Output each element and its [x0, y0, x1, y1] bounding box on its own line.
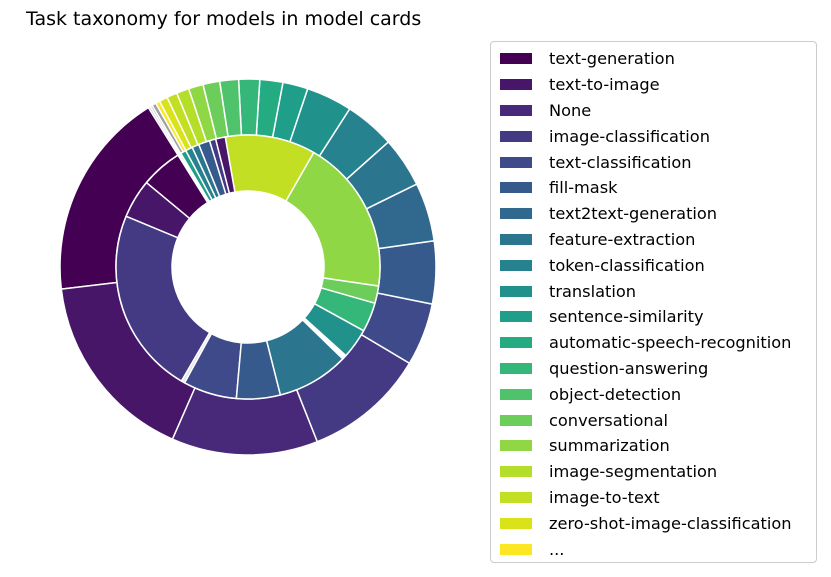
legend-swatch [500, 311, 532, 323]
legend-item: image-segmentation [500, 459, 816, 485]
legend-label: text-classification [549, 152, 692, 172]
legend-item: token-classification [500, 252, 816, 278]
legend-item: fill-mask [500, 175, 816, 201]
legend-swatch [500, 233, 532, 245]
legend-item: conversational [500, 407, 816, 433]
legend-swatch [500, 414, 532, 426]
inner-ring-wedge-20 [177, 153, 210, 204]
legend-swatch [500, 517, 532, 529]
legend-item: None [500, 98, 816, 124]
legend-label: summarization [549, 436, 670, 456]
legend-label: image-segmentation [549, 462, 718, 482]
legend-label: text-generation [549, 49, 675, 69]
legend-label: zero-shot-image-classification [549, 513, 792, 533]
legend-item: text-to-image [500, 72, 816, 98]
legend-swatch [500, 182, 532, 194]
legend-item: text2text-generation [500, 201, 816, 227]
legend-label: text-to-image [549, 75, 660, 95]
legend-label: image-classification [549, 126, 710, 146]
donut-chart [59, 78, 437, 456]
outer-ring-wedge-5 [376, 239, 437, 305]
legend-swatch [500, 208, 532, 220]
legend-swatch [500, 104, 532, 116]
legend-swatch [500, 156, 532, 168]
legend-swatch [500, 130, 532, 142]
legend-label: None [549, 100, 592, 120]
legend-item: question-answering [500, 356, 816, 382]
legend-label: feature-extraction [549, 229, 696, 249]
legend-item: image-classification [500, 123, 816, 149]
legend-item: sentence-similarity [500, 304, 816, 330]
legend-item: object-detection [500, 381, 816, 407]
legend-swatch [500, 79, 532, 91]
legend-label: translation [549, 281, 637, 301]
legend-swatch [500, 53, 532, 65]
inner-ring [115, 134, 381, 400]
legend-label: token-classification [549, 255, 705, 275]
legend-item: feature-extraction [500, 227, 816, 253]
legend-label: automatic-speech-recognition [549, 333, 792, 353]
legend-swatch [500, 362, 532, 374]
legend-label: conversational [549, 410, 669, 430]
legend-label: image-to-text [549, 487, 660, 507]
legend-item: ... [500, 536, 816, 562]
legend-swatch [500, 285, 532, 297]
legend-swatch [500, 259, 532, 271]
legend-swatch [500, 440, 532, 452]
legend-item: zero-shot-image-classification [500, 510, 816, 536]
legend-swatch [500, 337, 532, 349]
legend-label: text2text-generation [549, 204, 718, 224]
legend-label: object-detection [549, 384, 682, 404]
outer-ring-wedge-12 [237, 78, 261, 137]
legend-item: text-classification [500, 149, 816, 175]
legend-label: sentence-similarity [549, 307, 704, 327]
legend-item: summarization [500, 433, 816, 459]
legend-swatch [500, 543, 532, 555]
legend-label: ... [549, 539, 565, 559]
legend-item: translation [500, 278, 816, 304]
legend-item: automatic-speech-recognition [500, 330, 816, 356]
legend-swatch [500, 466, 532, 478]
legend-label: fill-mask [549, 178, 618, 198]
legend-swatch [500, 491, 532, 503]
legend-swatch [500, 388, 532, 400]
legend-item: text-generation [500, 46, 816, 72]
legend-label: question-answering [549, 358, 709, 378]
legend-item: image-to-text [500, 485, 816, 511]
chart-title: Task taxonomy for models in model cards [26, 8, 422, 30]
